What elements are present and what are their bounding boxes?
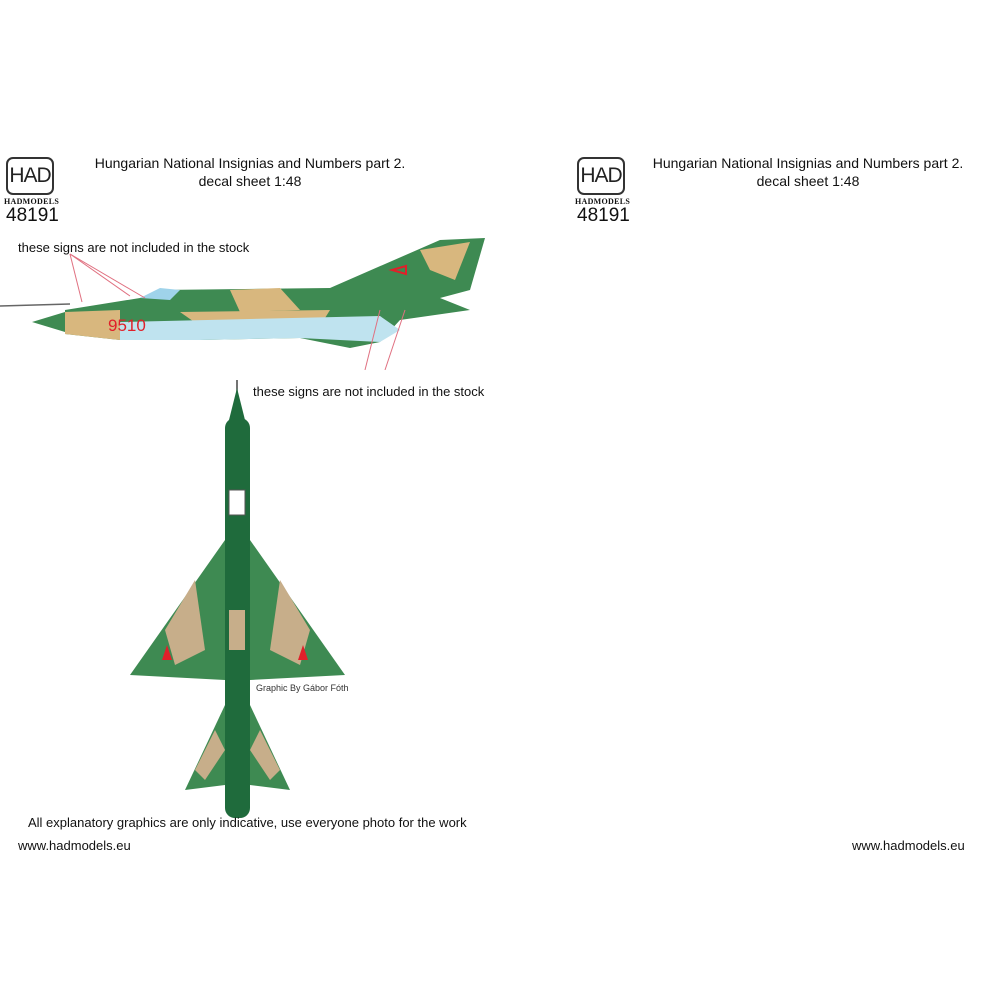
- product-code: 48191: [6, 205, 59, 226]
- had-logo: HAD: [6, 157, 54, 195]
- website-link-right[interactable]: www.hadmodels.eu: [852, 838, 965, 853]
- aircraft-number: 9510: [108, 316, 146, 335]
- note-not-included-top: these signs are not included in the stoc…: [18, 240, 250, 255]
- brand-name-right: HADMODELS: [575, 197, 631, 206]
- title-line: Hungarian National Insignias and Numbers…: [652, 155, 964, 171]
- title-line: Hungarian National Insignias and Numbers…: [94, 155, 406, 171]
- note-not-included-bottom: these signs are not included in the stoc…: [253, 384, 485, 399]
- logo-text: HAD: [580, 164, 622, 187]
- side-view-aircraft: 9510: [0, 238, 485, 370]
- disclaimer: All explanatory graphics are only indica…: [28, 815, 467, 830]
- website-link-left[interactable]: www.hadmodels.eu: [18, 838, 131, 853]
- logo-text: HAD: [9, 164, 51, 187]
- had-logo-right: HAD: [577, 157, 625, 195]
- sheet-title: Hungarian National Insignias and Numbers…: [40, 154, 460, 190]
- product-code-right: 48191: [577, 205, 630, 226]
- subtitle-line: decal sheet 1:48: [756, 173, 860, 189]
- top-view-aircraft: [130, 380, 345, 818]
- brand-name: HADMODELS: [4, 197, 60, 206]
- subtitle-line: decal sheet 1:48: [198, 173, 302, 189]
- graphic-credit: Graphic By Gábor Fóth: [256, 683, 349, 693]
- sheet-title-right: Hungarian National Insignias and Numbers…: [598, 154, 1000, 190]
